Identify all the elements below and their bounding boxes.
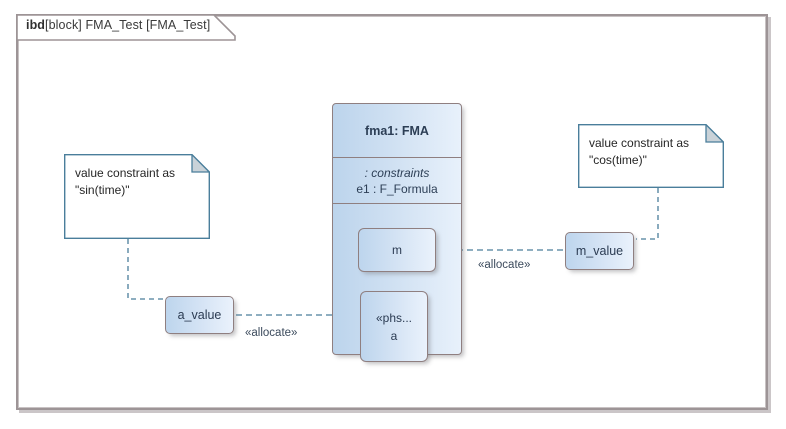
note-cos-shape	[578, 124, 724, 188]
note-cos-text: value constraint as "cos(time)"	[589, 136, 690, 167]
part-a-stereotype: «phs...	[375, 310, 413, 325]
value-box-m_value[interactable]: m_value	[565, 232, 634, 270]
value-box-m_value-label: m_value	[575, 244, 624, 258]
diagram-title-rest: [block] FMA_Test [FMA_Test]	[45, 18, 211, 32]
part-m-label: m	[392, 243, 402, 257]
note-sin[interactable]: value constraint as "sin(time)"	[64, 154, 210, 239]
edge-label-allocate-a: «allocate»	[245, 327, 298, 339]
diagram-kind-label: ibd	[26, 18, 46, 32]
part-a[interactable]: «phs... a	[360, 291, 428, 362]
value-box-a_value-label: a_value	[177, 308, 222, 322]
constraint-e1: e1 : F_Formula	[356, 181, 438, 196]
note-sin-text: value constraint as "sin(time)"	[75, 166, 176, 197]
note-sin-shape	[64, 154, 210, 239]
part-m[interactable]: m	[358, 228, 436, 272]
frame-tab-shape	[16, 14, 236, 41]
edge-label-allocate-m: «allocate»	[478, 259, 531, 271]
value-box-a_value[interactable]: a_value	[165, 296, 234, 334]
block-fma1-title: fma1: FMA	[333, 104, 461, 158]
diagram-frame-inner	[18, 16, 766, 408]
part-a-label: a	[390, 328, 398, 343]
diagram-title: ibd[block] FMA_Test [FMA_Test]	[26, 18, 210, 32]
note-cos[interactable]: value constraint as "cos(time)"	[578, 124, 724, 188]
constraints-label: : constraints	[364, 165, 430, 180]
block-fma1-constraints-compartment: : constraints e1 : F_Formula	[333, 158, 461, 204]
